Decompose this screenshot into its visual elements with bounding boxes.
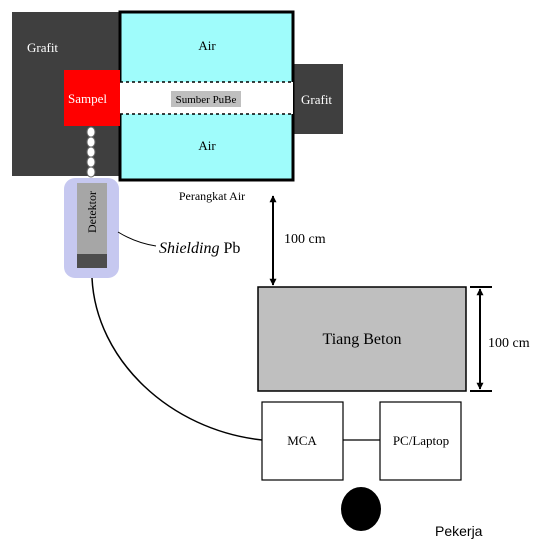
label-distance-vertical: 100 cm: [284, 232, 326, 247]
source-bar: [171, 91, 241, 107]
label-shielding-rest: Pb: [219, 240, 240, 257]
label-air-bottom: Air: [198, 138, 216, 153]
concrete-pillar: [257, 286, 467, 392]
label-detector: Detektor: [85, 191, 99, 233]
label-air-top: Air: [198, 38, 216, 53]
worker-circle: [341, 487, 381, 531]
label-shielding-italic: Shielding: [159, 240, 219, 257]
shielding-leader-line: [117, 231, 157, 247]
detector-cable: [91, 277, 263, 441]
detector-window: [77, 254, 107, 268]
label-source: Sumber PuBe: [176, 94, 237, 106]
detector-body: [77, 183, 107, 268]
sample-block: [64, 70, 120, 126]
label-grafit-right: Grafit: [301, 92, 332, 107]
label-sampel: Sampel: [68, 91, 107, 106]
label-pillar: Tiang Beton: [323, 331, 402, 348]
graphite-right-block: [293, 64, 343, 134]
label-distance-side: 100 cm: [488, 336, 530, 351]
label-shielding: Shielding Pb: [159, 240, 240, 257]
label-water-device: Perangkat Air: [179, 189, 245, 203]
mca-box: [261, 401, 344, 481]
label-worker: Pekerja: [435, 523, 483, 539]
chain-link: [86, 126, 96, 178]
label-pc: PC/Laptop: [393, 433, 449, 448]
pc-box: [379, 401, 462, 481]
label-mca: MCA: [287, 433, 317, 448]
label-grafit-left: Grafit: [27, 40, 58, 55]
